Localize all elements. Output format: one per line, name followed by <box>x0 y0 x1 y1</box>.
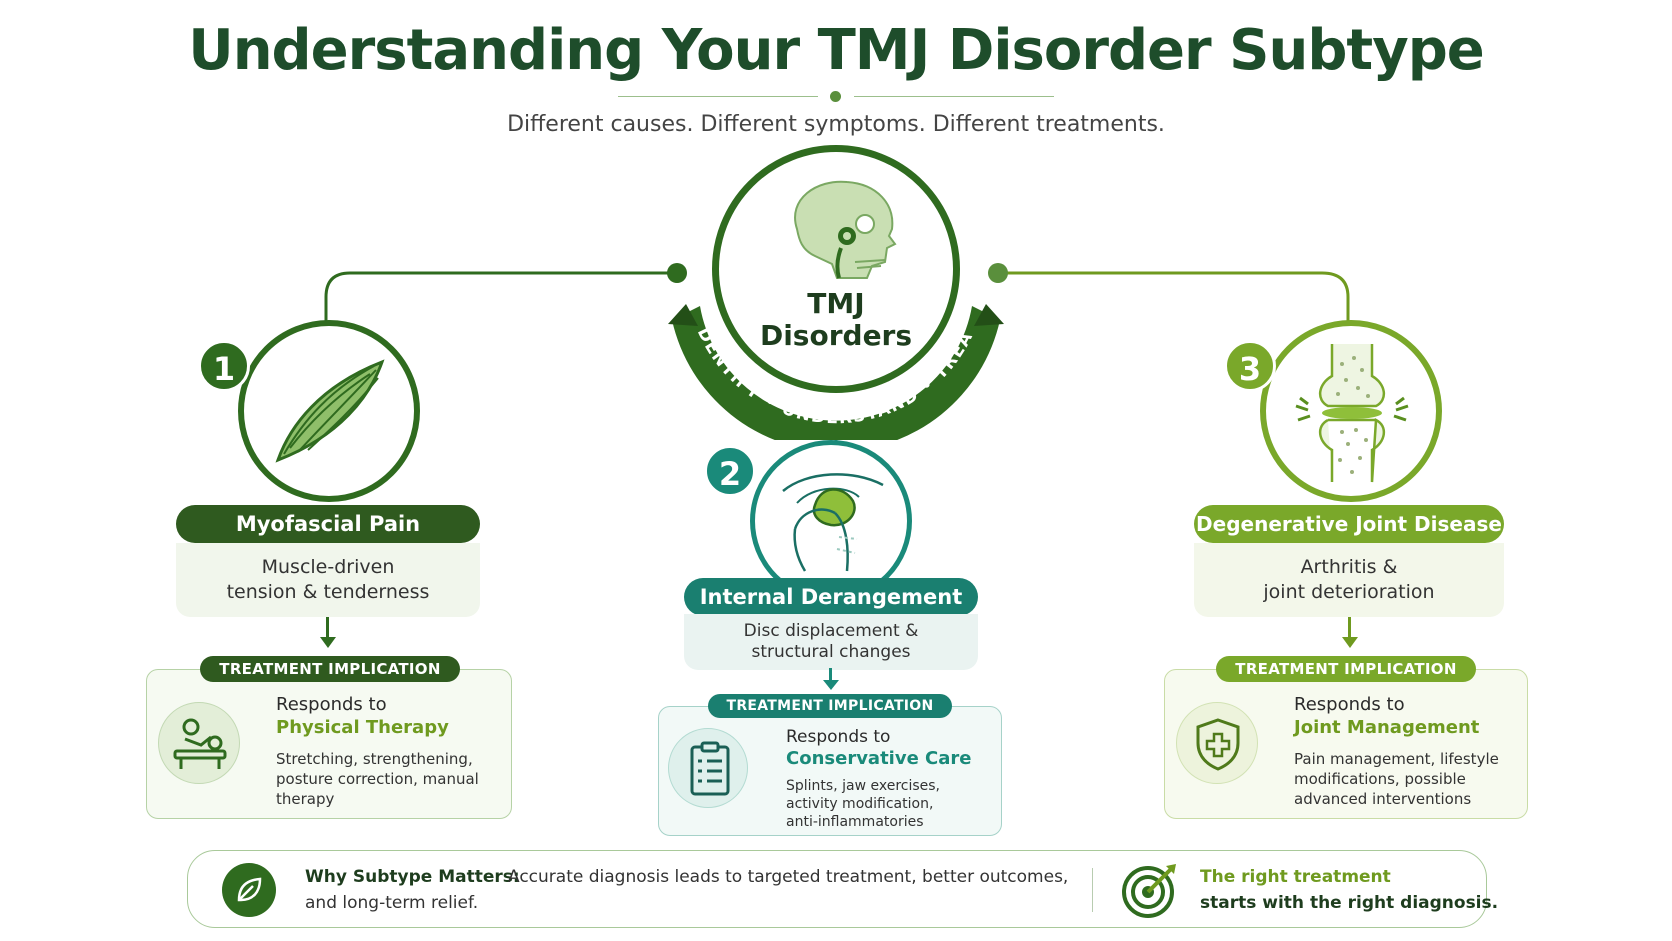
badge-2: 2 <box>704 445 756 497</box>
myofascial-responds: Responds to <box>276 694 387 715</box>
internal-derangement-title: Internal Derangement <box>684 578 978 616</box>
center-title-line1: TMJ <box>807 287 865 320</box>
degenerative-desc-line2: joint deterioration <box>1263 581 1435 603</box>
degenerative-detail-line3: advanced interventions <box>1294 790 1472 808</box>
degenerative-title: Degenerative Joint Disease <box>1194 505 1504 543</box>
internal-derangement-detail-line1: Splints, jaw exercises, <box>786 778 940 794</box>
arrow-2-line <box>829 668 832 682</box>
footer-text-line1: Accurate diagnosis leads to targeted tre… <box>508 867 1069 887</box>
arrow-3-head <box>1342 637 1358 648</box>
title-divider-dot <box>830 91 841 102</box>
clipboard-icon <box>690 741 730 796</box>
myofascial-detail-line3: therapy <box>276 790 335 808</box>
arrow-2-head <box>823 680 839 690</box>
internal-derangement-treatment: Conservative Care <box>786 748 972 769</box>
jaw-disc-icon <box>782 473 884 572</box>
page-title: Understanding Your TMJ Disorder Subtype <box>188 18 1485 83</box>
internal-derangement-description: Disc displacement & structural changes <box>684 614 978 670</box>
badge-1: 1 <box>198 340 250 392</box>
internal-derangement-detail-line2: activity modification, <box>786 796 934 812</box>
degenerative-desc-line1: Arthritis & <box>1300 556 1398 578</box>
tmj-center-circle <box>712 145 960 393</box>
arrow-1-line <box>326 617 329 639</box>
muscle-icon <box>275 359 385 463</box>
footer-tagline-line2: starts with the right diagnosis. <box>1200 893 1499 913</box>
degenerative-treatment-icon-disc <box>1176 702 1258 784</box>
degenerative-responds: Responds to <box>1294 694 1405 715</box>
myofascial-title: Myofascial Pain <box>176 505 480 543</box>
degenerative-treatment-tag: TREATMENT IMPLICATION <box>1216 656 1476 682</box>
footer-leaf-badge <box>222 863 276 917</box>
degenerative-detail-line2: modifications, possible <box>1294 770 1466 788</box>
joint-icon <box>1295 344 1409 483</box>
myofascial-treatment-icon-disc <box>158 702 240 784</box>
badge-3: 3 <box>1224 340 1276 392</box>
degenerative-treatment: Joint Management <box>1294 717 1480 738</box>
massage-therapy-icon <box>173 718 227 769</box>
skull-icon <box>794 180 897 279</box>
internal-derangement-desc-line1: Disc displacement & <box>743 621 919 641</box>
myofascial-detail-line2: posture correction, manual <box>276 770 479 788</box>
arrow-3-line <box>1348 617 1351 639</box>
myofascial-circle <box>238 320 420 502</box>
internal-derangement-responds: Responds to <box>786 727 891 747</box>
myofascial-treatment-tag: TREATMENT IMPLICATION <box>200 656 460 682</box>
myofascial-desc-line2: tension & tenderness <box>226 581 430 603</box>
internal-derangement-detail-line3: anti-inflammatories <box>786 814 924 830</box>
degenerative-description: Arthritis & joint deterioration <box>1194 543 1504 617</box>
shield-plus-icon <box>1196 718 1240 771</box>
myofascial-desc-line1: Muscle-driven <box>261 556 395 578</box>
myofascial-detail-line1: Stretching, strengthening, <box>276 750 473 768</box>
degenerative-circle <box>1260 320 1442 502</box>
degenerative-detail-line1: Pain management, lifestyle <box>1294 750 1499 768</box>
arrow-1-head <box>320 637 336 648</box>
center-title-line2: Disorders <box>759 319 913 352</box>
footer-heading: Why Subtype Matters: <box>305 867 520 887</box>
myofascial-treatment: Physical Therapy <box>276 717 449 738</box>
degenerative-treatment-detail: Pain management, lifestyle modifications… <box>1294 749 1499 809</box>
target-icon <box>1122 864 1176 918</box>
internal-derangement-treatment-icon-disc <box>668 728 748 808</box>
myofascial-treatment-detail: Stretching, strengthening, posture corre… <box>276 749 479 809</box>
footer-divider <box>1092 868 1093 912</box>
page-subtitle: Different causes. Different symptoms. Di… <box>507 112 1165 137</box>
internal-derangement-treatment-tag: TREATMENT IMPLICATION <box>708 694 952 718</box>
leaf-icon <box>237 877 262 902</box>
footer-banner <box>187 850 1487 928</box>
internal-derangement-desc-line2: structural changes <box>751 642 911 662</box>
footer-text-line2: and long-term relief. <box>305 893 479 913</box>
title-divider <box>618 96 1054 98</box>
footer-tagline-line1: The right treatment <box>1200 867 1391 887</box>
myofascial-description: Muscle-driven tension & tenderness <box>176 543 480 617</box>
center-title: TMJ Disorders <box>712 288 960 352</box>
internal-derangement-treatment-detail: Splints, jaw exercises, activity modific… <box>786 777 940 831</box>
